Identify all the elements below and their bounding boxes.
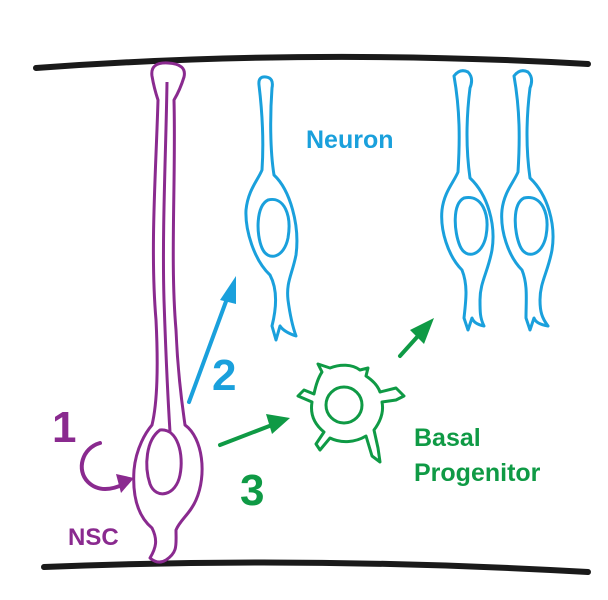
neuron-right-nucleus [513, 196, 549, 256]
direct-neurogenesis-arrow [187, 276, 236, 404]
progenitor-nucleus [324, 385, 364, 425]
indirect-arrowhead-icon [266, 414, 290, 434]
progenitor-arrowhead-icon [410, 318, 434, 344]
neuron-cell-left [244, 75, 299, 342]
indirect-arrow-shaft [218, 423, 274, 447]
neuron-cell-middle [440, 69, 495, 332]
step-3-label: 3 [240, 466, 264, 515]
step-1-label: 1 [52, 403, 76, 452]
top-boundary-line [33, 53, 591, 71]
self-renewal-arrowhead-icon [116, 474, 134, 493]
neuron-right-body [500, 69, 555, 332]
neuron-left-body [244, 75, 299, 342]
neuron-label: Neuron [306, 126, 394, 154]
step-2-label: 2 [212, 351, 236, 400]
progenitor-to-neuron-arrow [398, 318, 434, 358]
nsc-label: NSC [68, 524, 119, 551]
bottom-boundary-line [41, 559, 591, 575]
progenitor-body [296, 362, 406, 464]
nsc-cell-body [132, 61, 204, 564]
nsc-nucleus [145, 428, 183, 496]
progenitor-label: Progenitor [414, 459, 541, 487]
nsc-inner-process [161, 81, 172, 433]
indirect-arrow-to-progenitor [218, 414, 290, 447]
basal-progenitor-cell [296, 362, 406, 464]
self-renewal-loop-icon [79, 441, 126, 491]
self-renewal-arrow [79, 441, 134, 493]
direct-arrow-shaft [187, 294, 230, 404]
neuron-middle-body [440, 69, 495, 332]
direct-arrowhead-icon [220, 276, 236, 304]
progenitor-arrow-shaft [398, 334, 420, 358]
basal-label: Basal [414, 424, 481, 452]
neuron-cell-right [500, 69, 555, 332]
neuron-left-nucleus [256, 198, 291, 258]
nsc-cell [132, 61, 204, 564]
neuron-middle-nucleus [453, 196, 489, 256]
